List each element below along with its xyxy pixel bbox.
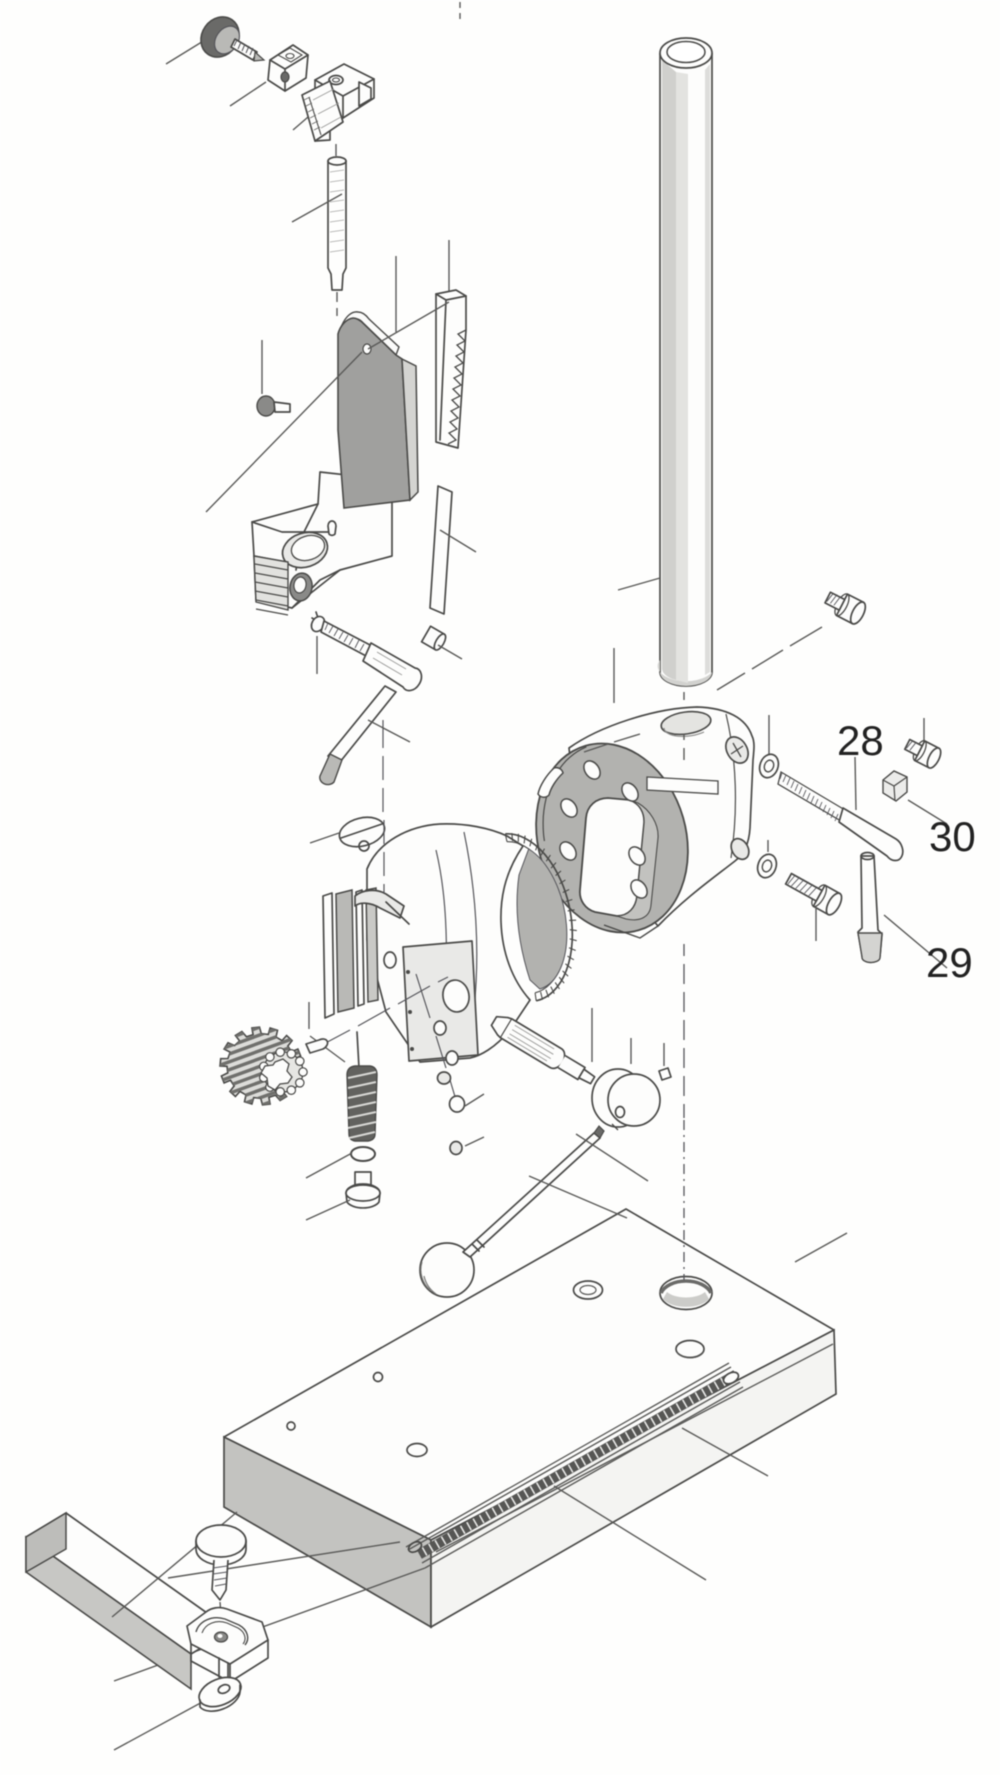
svg-text:28: 28 [837, 717, 884, 764]
svg-text:29: 29 [926, 939, 973, 986]
svg-text:30: 30 [929, 813, 976, 860]
